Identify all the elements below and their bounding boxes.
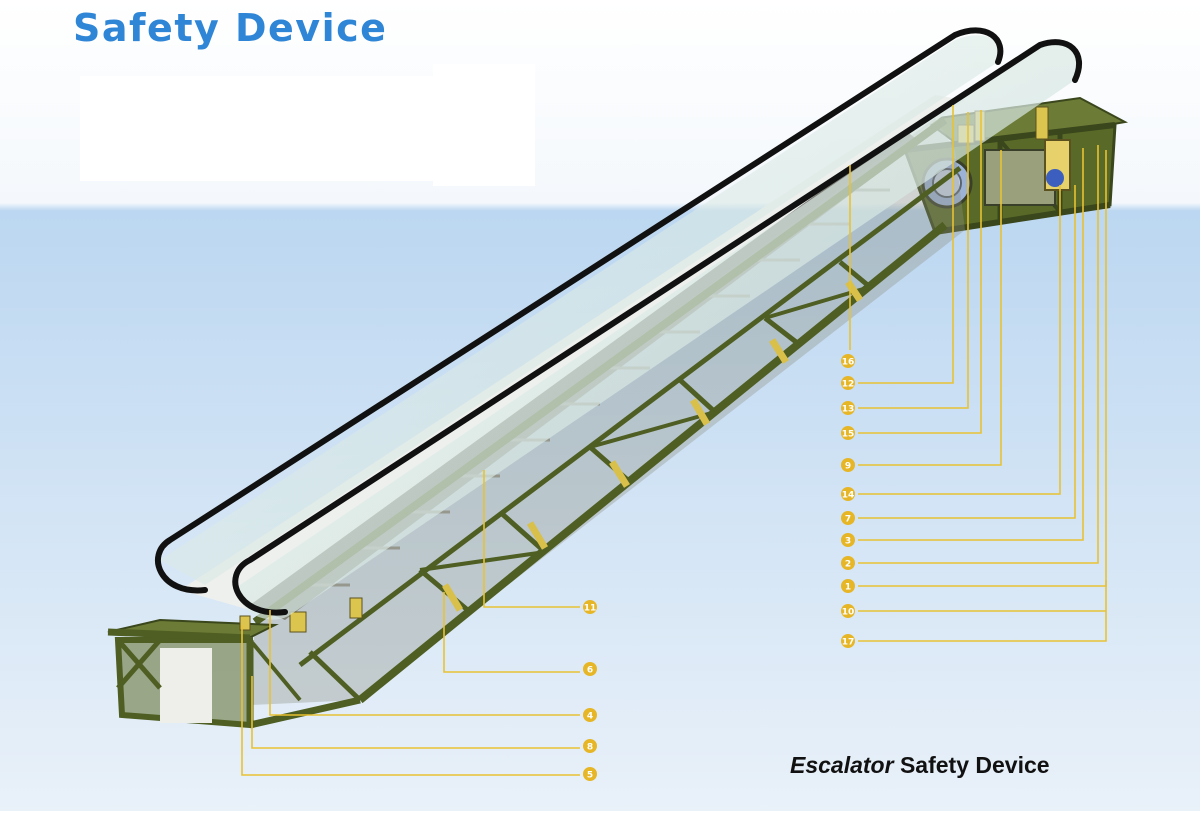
callout-14: 14 xyxy=(841,487,855,501)
callout-17: 17 xyxy=(841,634,855,648)
diagram-caption: Escalator Safety Device xyxy=(790,752,1050,779)
svg-text:9: 9 xyxy=(845,462,851,472)
callout-11: 11 xyxy=(583,600,597,614)
svg-text:15: 15 xyxy=(842,430,855,440)
svg-text:17: 17 xyxy=(842,638,855,648)
svg-text:7: 7 xyxy=(845,515,851,525)
callout-7: 7 xyxy=(841,511,855,525)
callout-16: 16 xyxy=(841,354,855,368)
callout-9: 9 xyxy=(841,458,855,472)
callout-8: 8 xyxy=(583,739,597,753)
svg-text:1: 1 xyxy=(845,583,851,593)
callout-12: 12 xyxy=(841,376,855,390)
lower-landing xyxy=(107,597,363,729)
callout-4: 4 xyxy=(583,708,597,722)
callout-13: 13 xyxy=(841,401,855,415)
blank-panel-right xyxy=(433,64,535,186)
page-title: Safety Device xyxy=(73,6,388,50)
callouts: 16 12 13 15 9 14 7 3 2 1 10 17 11 6 4 8 … xyxy=(583,354,855,781)
callout-10: 10 xyxy=(841,604,855,618)
svg-text:3: 3 xyxy=(845,537,851,547)
caption-italic: Escalator xyxy=(790,752,894,778)
callout-5: 5 xyxy=(583,767,597,781)
svg-text:8: 8 xyxy=(587,743,593,753)
balustrade xyxy=(155,27,1083,620)
svg-text:10: 10 xyxy=(842,608,855,618)
callout-15: 15 xyxy=(841,426,855,440)
callout-6: 6 xyxy=(583,662,597,676)
svg-text:6: 6 xyxy=(587,666,593,676)
svg-text:2: 2 xyxy=(845,560,851,570)
leader-lines xyxy=(241,105,1107,776)
svg-text:14: 14 xyxy=(842,491,855,501)
svg-text:11: 11 xyxy=(584,604,597,614)
svg-text:13: 13 xyxy=(842,405,855,415)
callout-3: 3 xyxy=(841,533,855,547)
caption-rest: Safety Device xyxy=(893,752,1050,778)
svg-text:12: 12 xyxy=(842,380,855,390)
blank-panel-left xyxy=(80,76,435,181)
svg-text:16: 16 xyxy=(842,358,855,368)
svg-text:4: 4 xyxy=(587,712,593,722)
blank-panel xyxy=(80,64,535,186)
svg-text:5: 5 xyxy=(587,771,593,781)
callout-1: 1 xyxy=(841,579,855,593)
callout-2: 2 xyxy=(841,556,855,570)
